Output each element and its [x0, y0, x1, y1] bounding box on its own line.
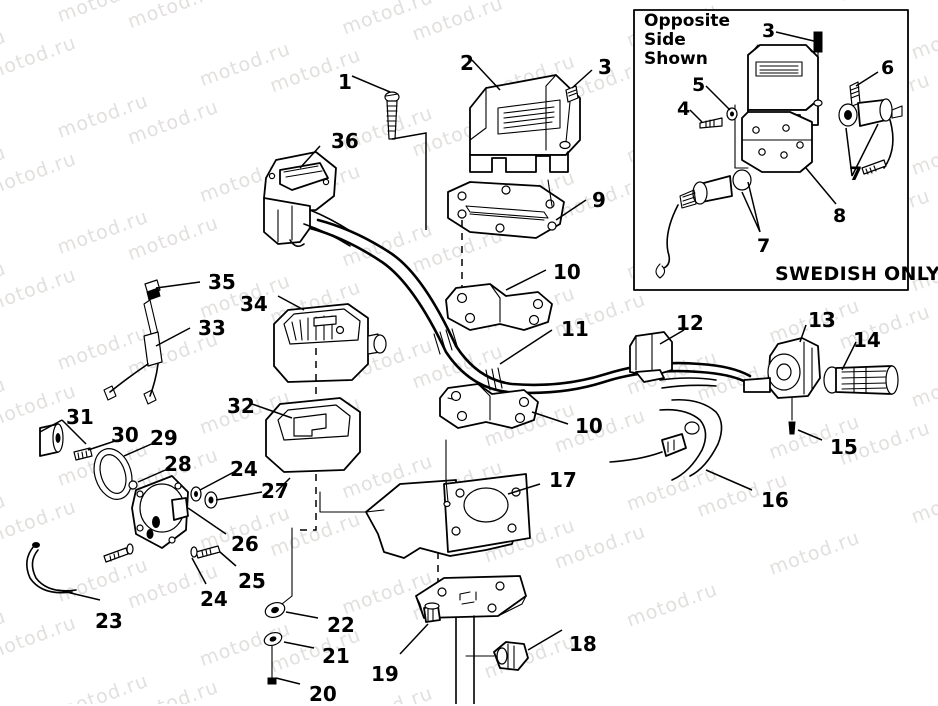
part-35-cable-end: [143, 279, 201, 339]
callout-15: 15: [830, 435, 858, 459]
callout-29: 29: [150, 426, 178, 450]
callout-7a: 7: [849, 163, 863, 185]
part-12-brake-lever-block: [629, 329, 717, 389]
callout-28: 28: [164, 452, 192, 476]
part-34-speedometer: [273, 295, 387, 383]
link-bracket-left: [319, 491, 367, 513]
callout-31: 31: [66, 405, 94, 429]
part-25-screws: [103, 543, 237, 585]
callout-27: 27: [261, 479, 289, 503]
part-20-pin: [267, 645, 301, 685]
inset-opposite-side-note: Opposite Side Shown: [644, 11, 731, 70]
callout-20: 20: [309, 682, 337, 706]
part-24-27-washers: [190, 471, 263, 509]
part-32-speedo-housing: [251, 397, 361, 473]
callout-4: 4: [677, 98, 691, 120]
link-22-bracket: [281, 527, 293, 605]
part-10-clamp-lower: [439, 383, 569, 429]
callout-30: 30: [111, 423, 139, 447]
part-10-clamp-upper: [445, 269, 553, 331]
part-14-throttle-grip: [823, 341, 899, 395]
align-line-32-27: [300, 474, 317, 531]
part-22-grommet: [264, 601, 319, 619]
part-16-throttle-cable: [609, 398, 753, 491]
part-33-cable-splitter: [103, 327, 191, 405]
callout-8: 8: [833, 205, 847, 227]
callout-32: 32: [227, 394, 255, 418]
callout-22: 22: [327, 613, 355, 637]
callout-5: 5: [692, 74, 706, 96]
callout-25: 25: [238, 569, 266, 593]
part-1-screw: [351, 75, 427, 230]
callout-13: 13: [808, 308, 836, 332]
part-29-seal-ring: [93, 441, 157, 500]
callout-3: 3: [598, 55, 612, 79]
callout-24a: 24: [230, 457, 258, 481]
part-23-wire-lead: [26, 542, 101, 601]
inset-bracket: [734, 104, 813, 173]
callout-3: 3: [762, 20, 776, 42]
inset-swedish-only: [633, 9, 909, 291]
part-18-clip-nut: [465, 629, 563, 671]
callout-14: 14: [853, 328, 881, 352]
callout-24b: 24: [200, 587, 228, 611]
part-2-instrument-cover: [469, 59, 581, 173]
inset-connector-left: [655, 169, 752, 279]
part-31-bushing: [39, 419, 87, 457]
callout-26: 26: [231, 532, 259, 556]
callout-6: 6: [881, 57, 895, 79]
callout-35: 35: [208, 270, 236, 294]
callout-7b: 7: [757, 235, 771, 257]
part-30-screw-tiny: [73, 439, 119, 461]
inset-screw-3: [813, 31, 823, 107]
callout-33: 33: [198, 316, 226, 340]
callout-10b: 10: [575, 414, 603, 438]
callout-19: 19: [371, 662, 399, 686]
base-plate-and-post: [415, 575, 527, 704]
part-13-throttle-housing: [743, 324, 823, 441]
callout-21: 21: [322, 644, 350, 668]
callout-17: 17: [549, 468, 577, 492]
callout-11: 11: [561, 317, 589, 341]
inset-screw-small-lr: [861, 159, 887, 175]
part-21-washer: [263, 631, 315, 649]
callout-1: 1: [338, 70, 352, 94]
part-9-mounting-plate: [447, 179, 587, 239]
callout-34: 34: [240, 292, 268, 316]
part-3-screw: [559, 69, 593, 150]
callout-2: 2: [460, 51, 474, 75]
callout-9: 9: [592, 188, 606, 212]
inset-swedish-only-footer: SWEDISH ONLY: [775, 263, 938, 285]
callout-12: 12: [676, 311, 704, 335]
part-17-bracket-plate: [365, 473, 541, 559]
inset-screw-4-5: [699, 107, 738, 129]
callout-36: 36: [331, 129, 359, 153]
part-19-nut: [399, 602, 441, 655]
part-28-bezel-ring: [128, 467, 171, 490]
callout-10a: 10: [553, 260, 581, 284]
part-26-ignition-switch: [131, 475, 227, 549]
callout-16: 16: [761, 488, 789, 512]
callout-23: 23: [95, 609, 123, 633]
part-36-brake-lever-assembly: [263, 145, 353, 248]
callout-18: 18: [569, 632, 597, 656]
